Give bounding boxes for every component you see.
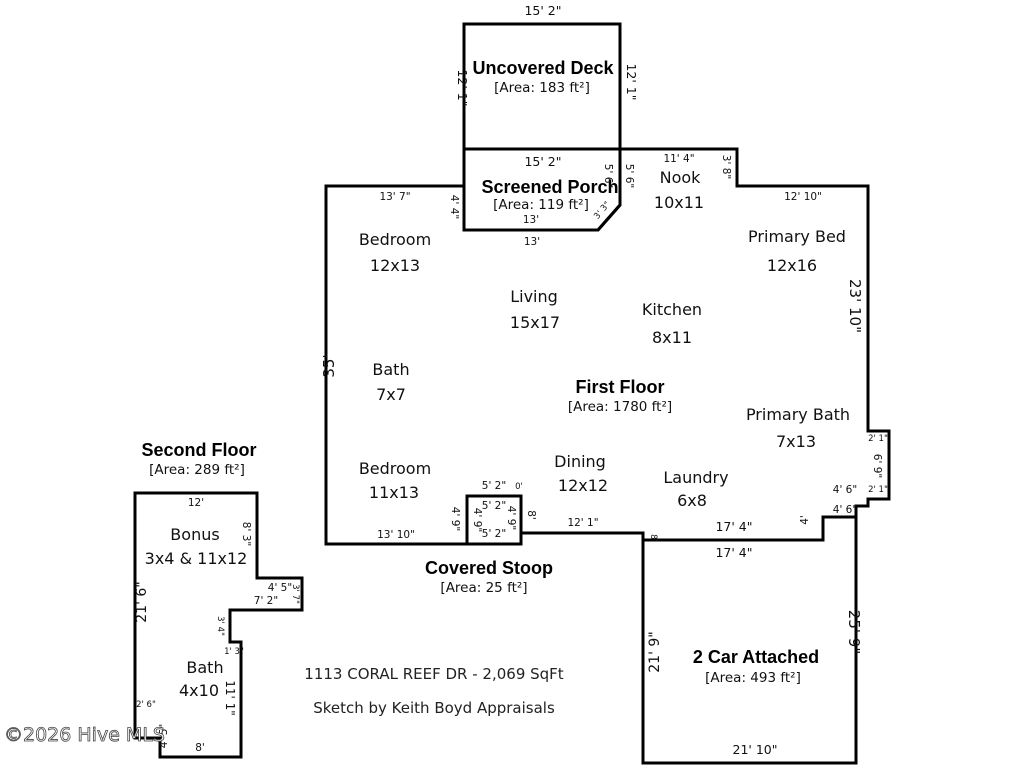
dimension-label: 5' 2" (482, 500, 506, 512)
address-caption: 1113 CORAL REEF DR - 2,069 SqFt (304, 665, 563, 683)
covered-stoop-outline (465, 494, 523, 546)
walls (133, 22, 891, 765)
dimension-label: 12' 1" (455, 69, 470, 106)
dimension-label: 3' 8" (720, 155, 732, 179)
dimension-label: 3' 7" (290, 584, 300, 604)
room-label: Nook (660, 168, 702, 187)
room-label: Bedroom (359, 230, 431, 249)
room-label: Bonus (170, 525, 219, 544)
covered-stoop-title: Covered Stoop (425, 558, 553, 578)
room-label: Bedroom (359, 459, 431, 478)
appraiser-credit: Sketch by Keith Boyd Appraisals (313, 699, 555, 717)
dimension-label: 8' (525, 510, 537, 520)
room-size: 12x13 (370, 256, 420, 275)
dimension-label: 4' 6" (833, 504, 857, 516)
dimension-label: 21' 9" (647, 631, 663, 672)
dimension-label: 12' 1" (624, 63, 639, 100)
dimension-label: 11' 4" (663, 153, 694, 165)
dimension-label: 2' 1" (868, 485, 888, 495)
dimension-label: 5' 6" (602, 164, 614, 188)
garage-outline (641, 515, 858, 765)
room-label: Primary Bath (746, 405, 850, 424)
dimension-label: 13' 7" (379, 191, 410, 203)
dimension-label: 23' 10" (846, 279, 864, 333)
dimension-label: 4' 9" (449, 507, 461, 531)
dimension-label: 13' (523, 214, 539, 226)
dimension-label: 35' (320, 354, 338, 377)
dimension-label: 1' 3" (224, 647, 244, 657)
room-label: Living (510, 287, 558, 306)
first-floor-rooms: Bedroom 12x13 Living 15x17 Kitchen 8x11 … (359, 168, 850, 510)
room-size: 7x13 (776, 432, 816, 451)
mls-watermark: ©2026 Hive MLS (4, 724, 165, 746)
first-floor-area: [Area: 1780 ft²] (568, 399, 672, 415)
room-size: 11x13 (369, 483, 419, 502)
dimension-label: 4' 4" (448, 195, 460, 219)
dimension-label: 3' 4" (215, 616, 225, 636)
uncovered-deck-title: Uncovered Deck (472, 58, 614, 78)
room-size: 15x17 (510, 313, 560, 332)
dimension-label: 17' 4" (715, 519, 752, 534)
dimension-label: 17' 4" (715, 545, 752, 560)
dimension-label: 15' 2" (524, 154, 561, 169)
dimension-label: 8' (195, 742, 205, 754)
dimension-label: 5' 6" (623, 164, 635, 188)
first-floor-title: First Floor (576, 377, 665, 397)
room-size: 12x16 (767, 256, 817, 275)
room-size: 8x11 (652, 328, 692, 347)
uncovered-deck-area: [Area: 183 ft²] (494, 80, 590, 96)
room-label: Primary Bed (748, 227, 846, 246)
room-label: Bath (372, 360, 409, 379)
dimension-label: 25' 9" (845, 610, 863, 654)
dimension-label: 2' 1" (868, 434, 888, 444)
dimension-label: 0' (515, 482, 523, 492)
dimension-label: 4' 9" (505, 506, 517, 530)
second-floor-rooms: Bonus 3x4 & 11x12 Bath 4x10 (145, 525, 248, 700)
dimension-label: 12' 1" (567, 517, 598, 529)
room-label: Laundry (663, 468, 728, 487)
second-floor-outline (133, 491, 304, 759)
dimension-label: 12' 10" (784, 191, 822, 203)
dimension-label: 5' 2" (482, 528, 506, 540)
dimension-label: 13' 10" (377, 529, 415, 541)
room-size: 4x10 (179, 681, 219, 700)
dimension-label: 13' (524, 236, 540, 248)
second-floor-area: [Area: 289 ft²] (149, 462, 245, 478)
room-label: Kitchen (642, 300, 702, 319)
dimension-label: 7' 2" (254, 595, 278, 607)
dimension-label: 4' 5" (158, 724, 170, 748)
dimension-label: 8' (648, 534, 658, 542)
dimension-label: 15' 2" (524, 3, 561, 18)
dimension-label: 4' 6" (833, 484, 857, 496)
dimension-label: 12' (188, 497, 204, 509)
dimension-label: 6' 9" (871, 454, 883, 478)
dimension-labels: 15' 2" 15' 2" 13' 13' 11' 4" 13' 7" 12' … (136, 3, 888, 757)
room-label: Dining (554, 452, 606, 471)
dimension-label: 4' 5" (268, 582, 292, 594)
room-size: 3x4 & 11x12 (145, 549, 248, 568)
first-floor-outline (324, 147, 891, 546)
room-size: 7x7 (376, 385, 406, 404)
dimension-label: 2' 6" (136, 700, 156, 710)
garage-area: [Area: 493 ft²] (705, 670, 801, 686)
second-floor-title: Second Floor (141, 440, 256, 460)
vertical-dimension-labels: 12' 1" 12' 1" 4' 4" 5' 6" 5' 6" 3' 8" 3'… (134, 63, 883, 748)
dimension-label: 5' 2" (482, 480, 506, 492)
dimension-label: 11' 1" (223, 680, 237, 716)
covered-stoop-area: [Area: 25 ft²] (440, 580, 527, 596)
screened-porch-area: [Area: 119 ft²] (493, 197, 589, 213)
room-size: 10x11 (654, 193, 704, 212)
dimension-label: 4' (799, 515, 811, 525)
room-size: 6x8 (677, 491, 707, 510)
garage-title: 2 Car Attached (693, 647, 819, 667)
dimension-label: 4' 9" (471, 508, 483, 532)
dimension-label: 21' 6" (134, 581, 150, 622)
room-label: Bath (186, 658, 223, 677)
screened-porch-title: Screened Porch (481, 177, 618, 197)
room-size: 12x12 (558, 476, 608, 495)
dimension-label: 8' 3" (240, 522, 252, 546)
dimension-label: 21' 10" (733, 742, 778, 757)
